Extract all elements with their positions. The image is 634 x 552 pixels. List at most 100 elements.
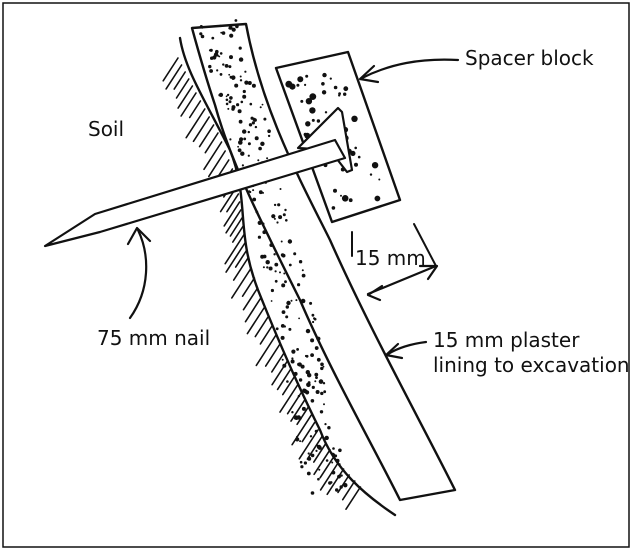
spacer-dot (354, 162, 358, 167)
plaster-dot (279, 271, 281, 274)
plaster-dot (305, 354, 309, 358)
plaster-dot (296, 415, 301, 420)
plaster-dot (238, 119, 243, 124)
spacer-dot (300, 99, 304, 103)
diagram-frame (2, 2, 630, 548)
plaster-dot (244, 80, 249, 85)
plaster-dot (282, 363, 287, 368)
plaster-dot (229, 138, 232, 141)
spacer-dot (311, 118, 315, 122)
soil-hatch-stroke (225, 209, 242, 234)
spacer-dot (304, 83, 307, 86)
plaster-dot (241, 164, 244, 167)
soil-hatch-stroke (306, 435, 323, 460)
plaster-dot (285, 315, 289, 319)
plaster-dot (201, 26, 204, 29)
spacer-dot (348, 198, 353, 203)
plaster-dot (313, 317, 316, 320)
plaster-dot (237, 145, 240, 148)
soil-hatch-stroke (282, 376, 295, 396)
plaster-dot (320, 362, 324, 367)
nail-shank (43, 138, 347, 248)
plaster-dot (259, 106, 262, 109)
spacer-dot (305, 74, 309, 78)
spacer-dot (305, 98, 313, 105)
plaster-dot (315, 449, 318, 452)
plaster-dot (247, 142, 251, 146)
spacer-dot (378, 178, 381, 181)
plaster-dot (280, 240, 283, 243)
plaster-dot (258, 190, 263, 195)
plaster-dot (291, 357, 294, 360)
plaster-dot (339, 485, 343, 489)
soil-hatch-stroke (242, 287, 259, 311)
plaster-dot (260, 141, 265, 146)
spacer-dot (331, 206, 336, 210)
plaster-dot (343, 483, 348, 488)
plaster-dot (260, 254, 265, 259)
plaster-dot (280, 253, 285, 257)
plaster-dot (273, 253, 276, 256)
soil-hatch-stroke (204, 132, 219, 154)
plaster-dot (281, 310, 286, 314)
soil-hatch-stroke (319, 462, 339, 491)
soil-hatch-stroke (291, 414, 312, 446)
plaster-dot (298, 317, 300, 320)
plaster-dot (252, 197, 257, 202)
plaster-dot (295, 299, 298, 302)
plaster-dot (274, 279, 278, 283)
plaster-dot (276, 221, 279, 224)
spacer-dot (340, 194, 342, 197)
plaster-dot (235, 24, 239, 29)
plaster-dot (278, 215, 283, 220)
plaster-dot (290, 359, 295, 364)
plaster-dot (229, 96, 233, 100)
plaster-dot (271, 214, 276, 219)
plaster-dot (325, 459, 329, 462)
plaster-dot (278, 339, 281, 342)
plaster-dot (338, 463, 341, 465)
plaster-dot (310, 338, 315, 343)
plaster-dot (296, 435, 298, 438)
plaster-dot (219, 73, 223, 76)
plaster-dot (316, 336, 321, 341)
soil-hatch-stroke (192, 116, 210, 143)
spacer-dot (324, 111, 328, 114)
plaster-dot (288, 263, 292, 267)
plaster-dot (238, 140, 243, 145)
plaster-dot (250, 116, 254, 120)
plaster-dot (283, 272, 286, 275)
plaster-dot (282, 213, 286, 217)
spacer-dot (354, 146, 358, 150)
plaster-dot (293, 371, 298, 376)
plaster-dot (268, 235, 270, 238)
plaster-dot (229, 55, 233, 60)
plaster-dot (226, 93, 230, 97)
plaster-dot (257, 159, 260, 162)
soil-hatch-stroke (225, 241, 247, 273)
spacer-dot (297, 76, 304, 83)
plaster-dot (216, 69, 219, 72)
plaster-dot (281, 358, 284, 361)
plaster-dot (302, 388, 307, 393)
soil-hatch-stroke (290, 399, 306, 422)
soil-hatch-stroke (301, 421, 316, 443)
spacer-dot (303, 132, 307, 137)
plaster-dot (266, 157, 269, 160)
label-nail: 75 mm nail (97, 326, 211, 350)
plaster-dot (300, 298, 306, 304)
plaster-dot (315, 390, 320, 394)
plaster-dot (298, 260, 303, 264)
plaster-dot (315, 376, 318, 379)
plaster-dot (248, 190, 251, 193)
plaster-dot (257, 235, 261, 239)
plaster-dot (257, 220, 262, 225)
plaster-dot (251, 83, 256, 88)
soil-hatch-stroke (177, 85, 194, 109)
spacer-dot (343, 86, 349, 92)
plaster-dot (322, 365, 325, 368)
plaster-dot (314, 346, 319, 350)
nail-pointer (128, 228, 148, 320)
spacer-dot (338, 92, 341, 95)
soil-hatch-stroke (188, 100, 202, 119)
